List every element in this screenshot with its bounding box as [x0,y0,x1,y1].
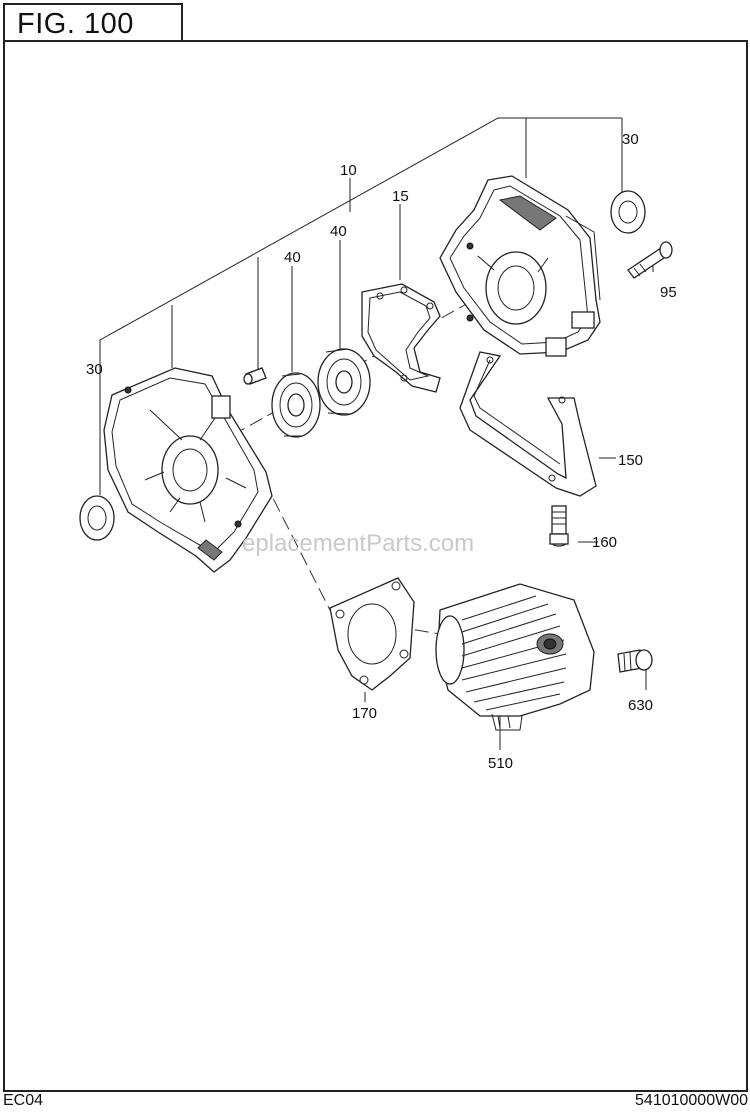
callout-40-left: 40 [284,249,301,266]
callout-160: 160 [592,534,617,551]
callout-40-right: 40 [330,223,347,240]
watermark: eplacementParts.com [242,530,474,557]
footer-part-number: 541010000W00 [635,1092,748,1109]
callout-510: 510 [488,755,513,772]
callout-10: 10 [340,162,357,179]
diagram-frame [3,40,748,1092]
bolt-95 [627,241,673,279]
dowel-pin [243,367,267,385]
footer-model-code: EC04 [3,1092,44,1109]
fitting-630 [617,649,653,673]
callout-95: 95 [660,284,677,301]
crankcase-gasket [361,283,441,393]
callout-30-top: 30 [622,131,639,148]
cylinder-510 [435,583,595,731]
callout-30-left: 30 [86,361,103,378]
callout-150: 150 [618,452,643,469]
bracket-150 [459,351,597,497]
ball-bearing-right [317,348,371,416]
cylinder-gasket [329,577,415,691]
figure-title-box: FIG. 100 [3,3,183,42]
ball-bearing-left [271,372,321,438]
figure-title: FIG. 100 [17,8,134,40]
oil-seal-left [79,495,115,541]
screw-160 [549,505,569,547]
callout-630: 630 [628,697,653,714]
oil-seal-right [610,190,646,234]
crankcase-left-half [103,367,273,573]
crankcase-right-half [439,175,601,357]
callout-15: 15 [392,188,409,205]
callout-170: 170 [352,705,377,722]
